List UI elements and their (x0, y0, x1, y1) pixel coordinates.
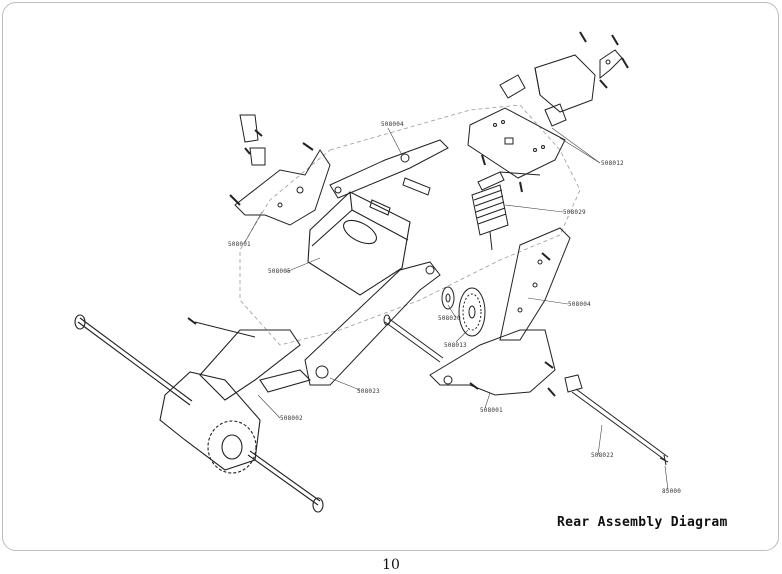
callout-508029: 508029 (563, 209, 586, 216)
callout-508004-right: 508004 (568, 301, 591, 308)
screws-right (469, 252, 556, 397)
spur-gear (458, 287, 486, 337)
pivot-pin (383, 314, 444, 363)
callout-508002: 508002 (280, 415, 303, 422)
page-number: 10 (382, 557, 400, 573)
rear-axle-gearbox (74, 314, 324, 513)
assembly-outline-dashed (239, 104, 581, 346)
pinion-gear (441, 286, 455, 310)
right-bracket (499, 227, 571, 341)
screws-left (229, 129, 314, 206)
screw-bottom-left (187, 317, 197, 325)
upper-link-arm (329, 139, 449, 199)
cotter-pin (659, 454, 669, 466)
servo-plate (467, 107, 566, 179)
battery-box (307, 191, 411, 296)
callout-508022: 508022 (591, 452, 614, 459)
spacer (402, 177, 431, 196)
callout-508005: 508005 (268, 268, 291, 275)
servo-assembly (499, 49, 623, 127)
callout-508023: 508023 (357, 388, 380, 395)
lower-link (304, 261, 441, 386)
callout-508004-top: 508004 (381, 121, 404, 128)
callout-508013: 508013 (444, 342, 467, 349)
callout-508020: 508020 (438, 315, 461, 322)
callout-85000: 85000 (662, 488, 682, 495)
callout-508012: 508012 (601, 160, 624, 167)
screws-top-right (481, 31, 629, 193)
callout-508001-left: 508001 (228, 241, 251, 248)
long-bolt (194, 321, 256, 338)
axle-shaft (571, 388, 669, 461)
shock-absorber (471, 171, 541, 251)
diagram-title: Rear Assembly Diagram (557, 515, 728, 530)
callout-508001-right: 508001 (480, 407, 503, 414)
leader-lines (244, 127, 669, 491)
left-bulkhead (234, 114, 331, 226)
page-frame (2, 2, 779, 551)
right-bulkhead (429, 329, 583, 396)
